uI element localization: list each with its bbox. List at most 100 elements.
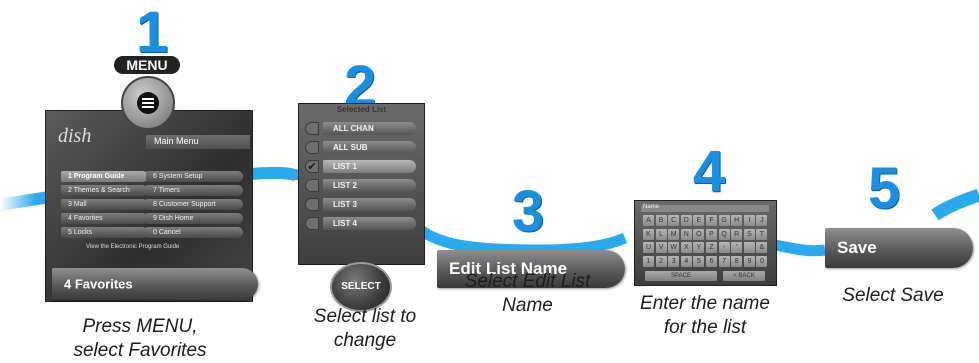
menu-item-favorites: 4 Favorites xyxy=(61,213,148,224)
menu-item-mall: 3 Mall xyxy=(61,199,148,210)
step-2-caption: Select list to change xyxy=(290,305,440,353)
keyboard-key: 2 xyxy=(655,255,667,267)
keyboard-key xyxy=(743,242,755,253)
step-4-number: 4 xyxy=(693,139,726,204)
keyboard-key: P xyxy=(706,228,717,240)
keyboard-key: 5 xyxy=(693,255,705,267)
dish-logo: dish xyxy=(58,125,92,147)
list-check-5 xyxy=(305,217,319,230)
step-3-caption: Select Edit List Name xyxy=(440,270,615,318)
step-4-caption: Enter the name for the list xyxy=(625,292,785,340)
keyboard-key: V xyxy=(655,242,667,253)
list-item-list-2: LIST 2 xyxy=(323,179,416,192)
keyboard-key: Y xyxy=(693,242,705,253)
selected-list-screen: Selected List ALL CHAN ALL SUB ✔ LIST 1 … xyxy=(298,103,425,265)
step-5-number: 5 xyxy=(868,156,901,221)
keyboard-key: K xyxy=(643,228,654,240)
main-menu-footer: View the Electronic Program Guide xyxy=(86,244,180,250)
keyboard-key: A xyxy=(643,215,654,226)
menu-item-dish-home: 9 Dish Home xyxy=(146,213,243,224)
step-3-caption-line1: Select Edit List xyxy=(464,271,591,292)
step-4-caption-line2: for the list xyxy=(663,316,747,338)
keyboard-key: T xyxy=(756,228,768,240)
list-check-1 xyxy=(305,141,319,154)
favorites-button: 4 Favorites xyxy=(52,268,258,300)
keyboard-key: Z xyxy=(706,242,717,253)
list-item-all-chan: ALL CHAN xyxy=(323,122,416,135)
back-key-label: < BACK xyxy=(733,273,755,279)
keyboard-key: 0 xyxy=(756,255,768,267)
menu-label: MENU xyxy=(126,57,168,73)
keyboard-key: X xyxy=(680,242,692,253)
back-key: < BACK xyxy=(723,271,765,281)
menu-item-system-setup: 6 System Setup xyxy=(146,171,243,182)
menu-round-button xyxy=(121,76,175,130)
keyboard-key: 3 xyxy=(668,255,680,267)
list-item-list-3: LIST 3 xyxy=(323,198,416,211)
keyboard-key: 7 xyxy=(718,255,730,267)
keyboard-key: B xyxy=(655,215,667,226)
keyboard-key: W xyxy=(668,242,680,253)
keyboard-key: G xyxy=(718,215,730,226)
keyboard-key: C xyxy=(668,215,680,226)
keyboard-key: Q xyxy=(718,228,730,240)
keyboard-key: D xyxy=(680,215,692,226)
space-key: SPACE xyxy=(645,271,717,281)
keyboard-key: 1 xyxy=(643,255,654,267)
keyboard-key: R xyxy=(731,228,743,240)
menu-item-cancel: 0 Cancel xyxy=(146,227,243,238)
keyboard-key: M xyxy=(668,228,680,240)
keyboard-key: 4 xyxy=(680,255,692,267)
select-label: SELECT xyxy=(341,281,381,292)
keyboard-key: U xyxy=(643,242,654,253)
main-menu-screen: dish Main Menu 1 Program Guide 2 Themes … xyxy=(45,110,253,302)
list-check-0 xyxy=(305,122,319,135)
step-1-number: 1 xyxy=(136,0,169,65)
keyboard-key: I xyxy=(743,215,755,226)
keyboard-key: E xyxy=(693,215,705,226)
menu-item-locks: 5 Locks xyxy=(61,227,148,238)
menu-item-timers: 7 Timers xyxy=(146,185,243,196)
list-check-4 xyxy=(305,198,319,211)
keyboard-key: H xyxy=(731,215,743,226)
step-2-caption-line2: change xyxy=(333,329,397,351)
menu-item-program-guide: 1 Program Guide xyxy=(61,171,148,182)
keyboard-key: 8 xyxy=(731,255,743,267)
keyboard-key: F xyxy=(706,215,717,226)
step-5-caption: Select Save xyxy=(828,284,958,308)
list-item-list-4: LIST 4 xyxy=(323,217,416,230)
step-4-caption-line1: Enter the name xyxy=(640,293,770,314)
keyboard-key: N xyxy=(680,228,692,240)
save-button-label: Save xyxy=(837,238,877,257)
step-2-caption-line1: Select list to xyxy=(313,306,417,327)
checkmark-icon: ✔ xyxy=(305,160,319,173)
step-1-caption-line1: Press MENU, xyxy=(82,316,198,337)
keyboard-key: ' xyxy=(731,242,743,253)
step-1-caption-line2: select Favorites xyxy=(73,339,207,361)
menu-lines-icon xyxy=(137,92,159,114)
step-5-caption-line1: Select Save xyxy=(842,285,944,306)
name-field-label: Name xyxy=(643,204,660,210)
step-3-number: 3 xyxy=(512,179,545,244)
keyboard-key: & xyxy=(756,242,768,253)
keyboard-key: J xyxy=(756,215,768,226)
keyboard-key: L xyxy=(655,228,667,240)
name-field: Name xyxy=(641,204,769,212)
main-menu-title-bar: Main Menu xyxy=(146,135,250,149)
favorites-button-label: 4 Favorites xyxy=(64,276,133,292)
step-1-caption: Press MENU, select Favorites xyxy=(40,315,240,363)
space-key-label: SPACE xyxy=(671,273,691,279)
menu-remote-button: MENU xyxy=(114,56,180,74)
keyboard-key: S xyxy=(743,228,755,240)
step-3-caption-line2: Name xyxy=(502,294,553,316)
select-remote-button: SELECT xyxy=(330,262,392,312)
keyboard-key: 6 xyxy=(706,255,717,267)
main-menu-title: Main Menu xyxy=(154,136,199,146)
save-button: Save xyxy=(825,228,973,268)
edit-list-name-label: Edit List Name xyxy=(449,259,568,278)
keyboard-key: O xyxy=(693,228,705,240)
edit-list-name-button: Edit List Name xyxy=(437,250,625,288)
list-item-list-1: LIST 1 xyxy=(323,160,416,173)
menu-item-themes-search: 2 Themes & Search xyxy=(61,185,148,196)
